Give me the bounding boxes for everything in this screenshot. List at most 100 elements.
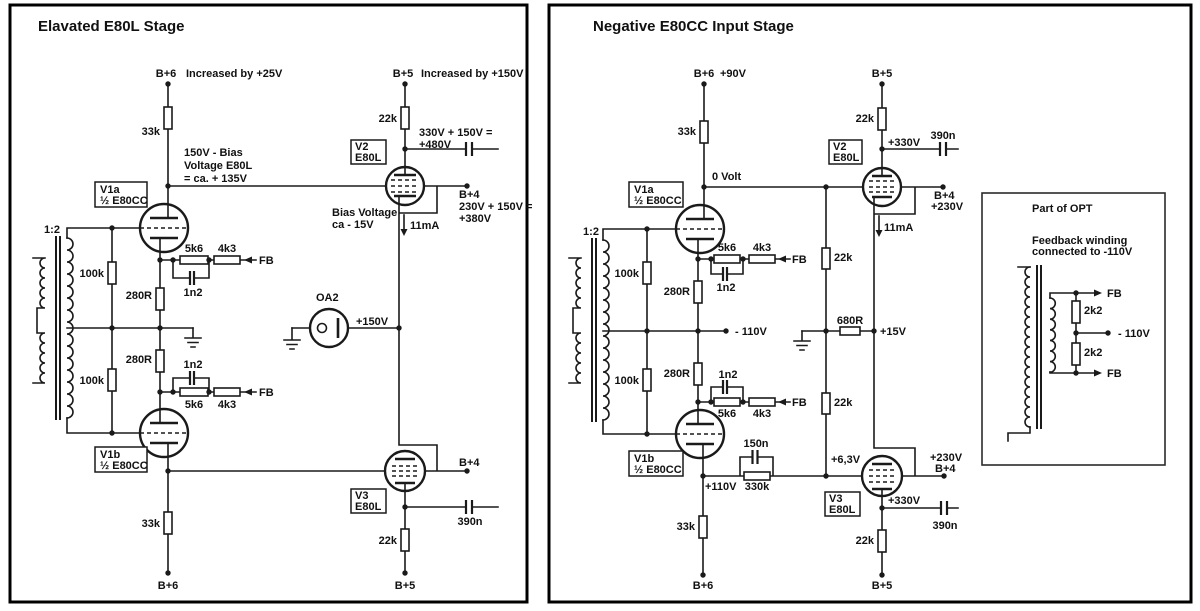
transformer-secondary-winding [602, 239, 610, 421]
feedback-arrow-top: FB [778, 254, 807, 266]
tube-v1b: V1b ½ E80CC [628, 408, 726, 477]
v230-bottom-label: +230V [930, 452, 963, 464]
current-arrow-11ma: 11mA [400, 214, 439, 236]
tube-v3-label-box [824, 491, 861, 517]
resistor-33k-top-body [699, 120, 709, 144]
resistor-100k-bottom-label: 100k [615, 375, 640, 387]
b4-top-voltage: +230V [931, 201, 964, 213]
cap-390n-top-label: 390n [930, 130, 955, 142]
right-panel-border [547, 3, 1193, 604]
resistor-5k6-bottom-body [179, 387, 209, 397]
minus110-label: - 110V [735, 326, 767, 338]
tube-v2-label-box [828, 139, 863, 165]
resistor-330k-label: 330k [745, 481, 770, 493]
resistor-4k3-bottom-label: 4k3 [218, 399, 236, 411]
resistor-22k-bottom-body [877, 529, 887, 553]
tube-v1b-type: ½ E80CC [100, 460, 148, 472]
v330-top-label: +330V [888, 137, 921, 149]
tube-oa2-name: OA2 [316, 292, 339, 304]
resistor-2k2-bottom-label: 2k2 [1084, 347, 1102, 359]
resistor-680r-label: 680R [837, 315, 863, 327]
tube-v3: V3 E80L [824, 454, 904, 517]
resistor-4k3-bottom-label: 4k3 [753, 408, 771, 420]
b4-bottom-label: B+4 [935, 463, 956, 475]
resistor-22k-b5-body [877, 107, 887, 131]
bias-note-line3: = ca. + 135V [184, 173, 248, 185]
resistor-4k3-top-body [213, 255, 241, 265]
left-circuit-wiring [66, 83, 499, 574]
b4-top-label: B+4 [459, 189, 480, 201]
resistor-280r-bottom-body [155, 349, 165, 373]
resistor-280r-bottom-body [693, 362, 703, 386]
resistor-5k6-bottom-body [713, 397, 741, 407]
bias-note-line1: 150V - Bias [184, 147, 243, 159]
resistor-100k-top-body [107, 261, 117, 285]
b5-top-label: B+5 [393, 68, 414, 80]
tube-v3-name: V3 [829, 493, 842, 505]
resistor-2k2-bottom-body [1071, 342, 1081, 366]
resistor-5k6-top-label: 5k6 [185, 243, 203, 255]
b4-bottom-label: B+4 [459, 457, 480, 469]
resistor-4k3-bottom-body [213, 387, 241, 397]
cap-390n-label: 390n [457, 516, 482, 528]
fb-bottom-label: FB [259, 387, 274, 399]
v15-label: +15V [880, 326, 907, 338]
resistor-22k-bottom-label: 22k [856, 535, 875, 547]
opt-fb-bottom-label: FB [1107, 368, 1122, 380]
resistor-100k-top-body [642, 261, 652, 285]
opt-note-line2: connected to -110V [1032, 246, 1133, 258]
cap-1n2-top-label: 1n2 [717, 282, 736, 294]
b4-top-note-line1: 230V + 150V = [459, 201, 532, 213]
tube-v1b: V1b ½ E80CC [94, 407, 190, 473]
feedback-arrow-top: FB [244, 255, 274, 267]
left-resistors: 33k 100k 280R 5k6 4k3 280R 5k6 4k3 100k … [80, 106, 410, 552]
resistor-22k-mid-bottom-label: 22k [834, 397, 853, 409]
resistor-5k6-bottom-label: 5k6 [185, 399, 203, 411]
tube-v1b-name: V1b [634, 453, 654, 465]
b6-bottom-label: B+6 [158, 580, 179, 592]
tube-v2-name: V2 [833, 141, 846, 153]
feedback-arrow-bottom: FB [778, 397, 807, 409]
v330-bottom-label: +330V [888, 495, 921, 507]
resistor-22k-top-body [400, 106, 410, 130]
tube-v2-name: V2 [355, 141, 368, 153]
opt-minus110-label: - 110V [1118, 328, 1150, 340]
resistor-330k-body [743, 471, 771, 481]
resistor-100k-bottom-body [642, 368, 652, 392]
current-arrow-11ma: 11mA [875, 215, 913, 237]
resistor-22k-b5-label: 22k [856, 113, 875, 125]
resistor-5k6-top-body [179, 255, 209, 265]
cap-390n-bottom-label: 390n [932, 520, 957, 532]
transformer-ratio-label: 1:2 [44, 224, 60, 236]
oa2-voltage-label: +150V [356, 316, 389, 328]
resistor-100k-bottom-body [107, 368, 117, 392]
tube-v1a-type: ½ E80CC [634, 195, 682, 207]
opt-box-border [981, 192, 1166, 466]
tube-v1a: V1a ½ E80CC [628, 181, 726, 255]
left-junction-dots [109, 81, 470, 576]
right-resistors: 33k 22k 100k 280R 5k6 4k3 22k 680R 22k 2… [615, 107, 887, 553]
opt-fb-top-label: FB [1107, 288, 1122, 300]
resistor-4k3-top-body [748, 254, 776, 264]
tube-oa2: OA2 +150V [308, 292, 389, 349]
left-capacitor-plates [188, 142, 474, 514]
v63-label: +6,3V [831, 454, 861, 466]
opt-primary-winding [1024, 266, 1031, 428]
b5-top-note: Increased by +150V [421, 68, 524, 80]
resistor-33k-top-label: 33k [678, 126, 697, 138]
left-panel-border [8, 3, 529, 604]
resistor-280r-top-body [693, 280, 703, 304]
cap-1n2-bottom-label: 1n2 [184, 359, 203, 371]
b6-top-label: B+6 [156, 68, 177, 80]
resistor-22k-top-label: 22k [379, 113, 398, 125]
resistor-680r-body [839, 326, 861, 336]
anode-node-line2: +480V [419, 139, 452, 151]
tube-v1b-type: ½ E80CC [634, 464, 682, 476]
tube-v2-type: E80L [355, 152, 382, 164]
transformer-core [591, 238, 597, 422]
opt-transformer-core [1036, 265, 1042, 429]
left-input-transformer: 1:2 [32, 224, 74, 420]
tube-v1a-label-box [628, 181, 684, 208]
